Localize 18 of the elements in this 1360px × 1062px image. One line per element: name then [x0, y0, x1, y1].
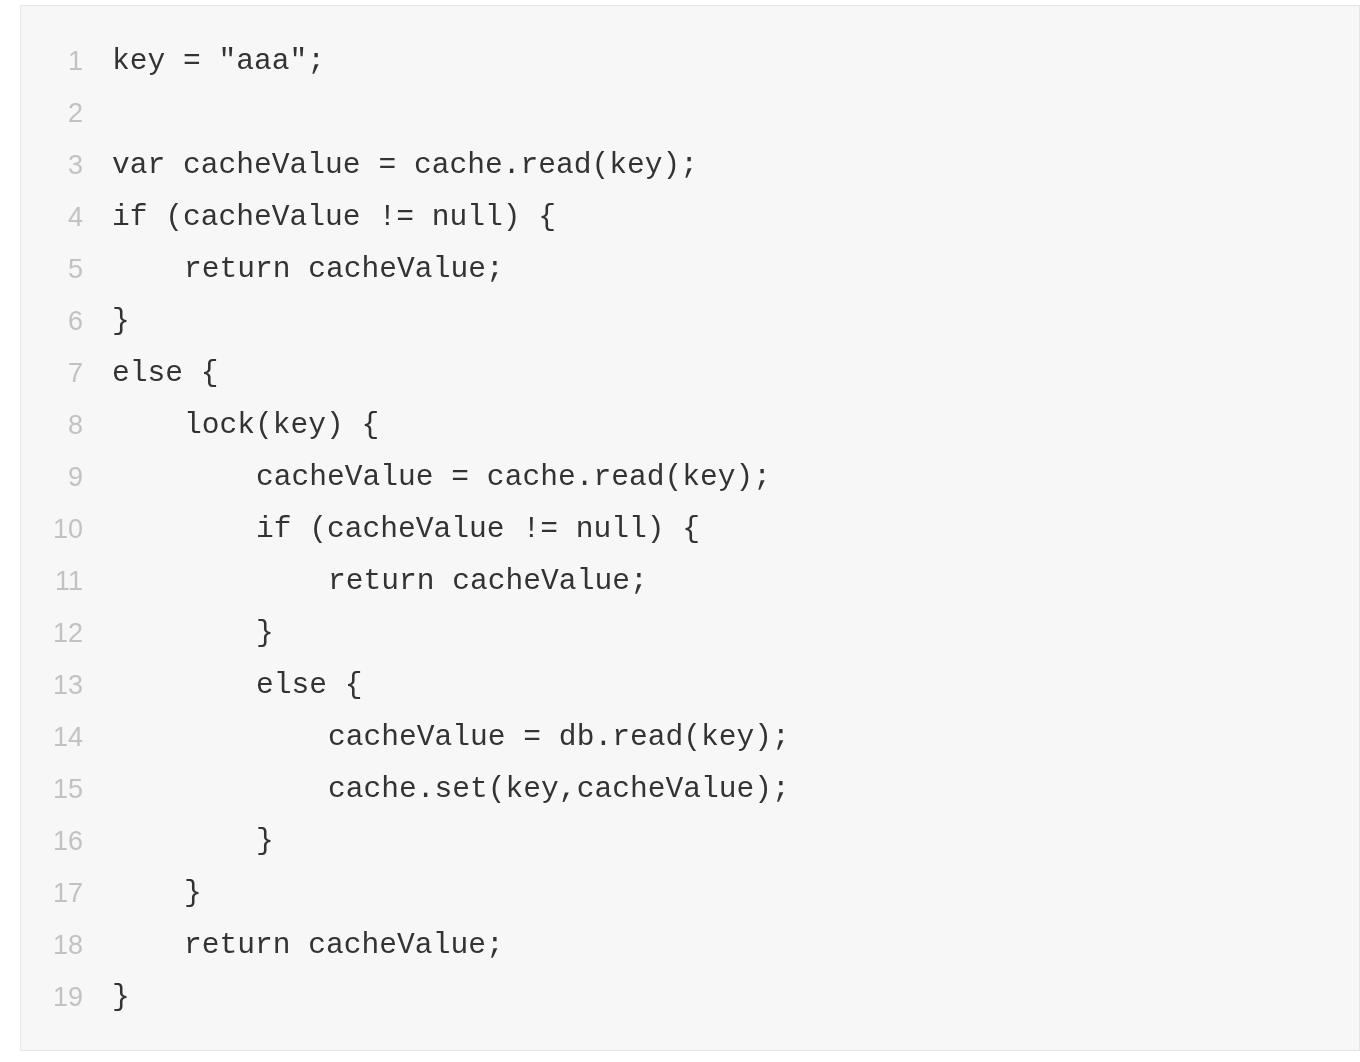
code-line: }	[112, 303, 130, 340]
code-line: cache.set(key,cacheValue);	[328, 771, 790, 808]
code-line: }	[256, 615, 274, 652]
code-line: }	[256, 823, 274, 860]
code-line: return cacheValue;	[328, 563, 648, 600]
code-line: lock(key) {	[184, 407, 380, 444]
code-line: return cacheValue;	[184, 927, 504, 964]
code-line: if (cacheValue != null) {	[256, 511, 700, 548]
code-line: }	[112, 979, 130, 1016]
code-line: else {	[256, 667, 363, 704]
code-line: if (cacheValue != null) {	[112, 199, 556, 236]
code-line: key = "aaa";	[112, 43, 326, 80]
code-line: var cacheValue = cache.read(key);	[112, 147, 699, 184]
code-line: else {	[112, 355, 219, 392]
code-line: cacheValue = cache.read(key);	[256, 459, 771, 496]
code-line: cacheValue = db.read(key);	[328, 719, 790, 756]
code-line: return cacheValue;	[184, 251, 504, 288]
code-line: }	[184, 875, 202, 912]
